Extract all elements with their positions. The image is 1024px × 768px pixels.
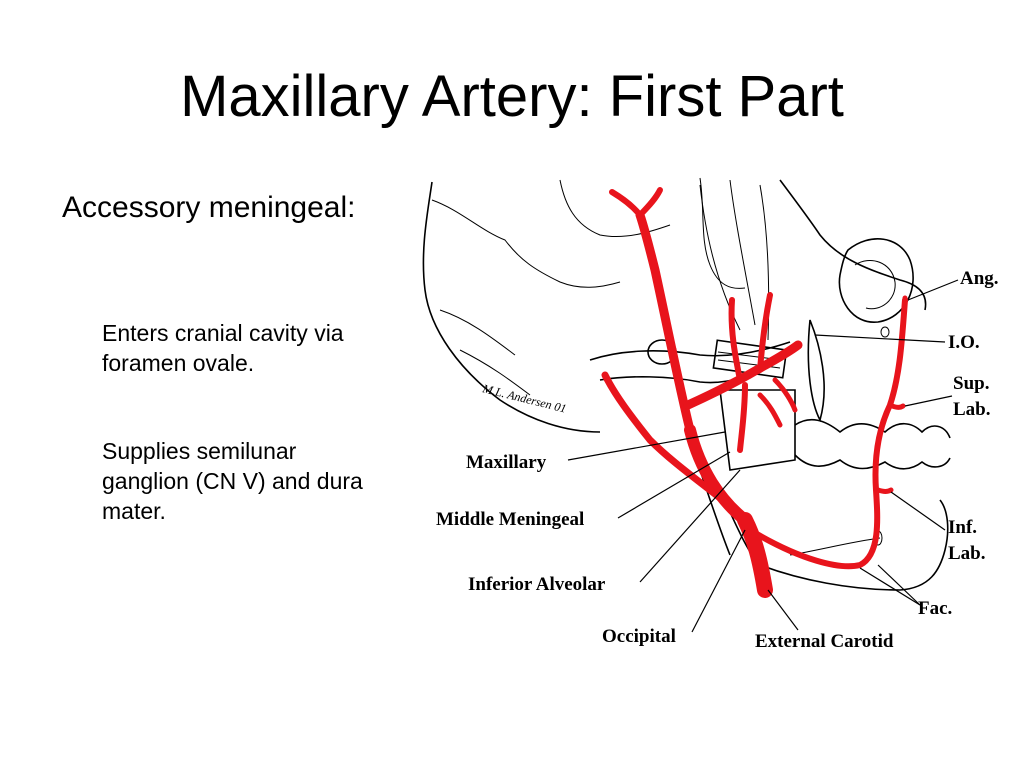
- inferior-alveolar-artery: [737, 382, 748, 453]
- diagram-labels: Ang. I.O. Sup. Lab. Inf. Lab. Fac. Maxil…: [436, 268, 999, 652]
- label-external-carotid: External Carotid: [755, 631, 894, 652]
- label-sup-lab-1: Sup.: [953, 373, 989, 394]
- external-carotid-upper: [684, 424, 751, 526]
- arteries: [601, 187, 908, 598]
- middle-meningeal-artery: [728, 297, 743, 383]
- label-inf-lab-1: Inf.: [948, 517, 977, 538]
- subpoint-semilunar-ganglion: Supplies semilunar ganglion (CN V) and d…: [102, 438, 363, 524]
- orbit: [807, 238, 914, 423]
- artist-signature: M.L. Andersen 01: [480, 381, 568, 416]
- occipital-artery: [601, 371, 749, 524]
- label-io: I.O.: [948, 332, 980, 353]
- bullet-accessory-meningeal: Accessory meningeal:: [62, 191, 356, 224]
- leader-lines: [567, 279, 959, 633]
- maxillary-artery: [683, 340, 803, 410]
- facial-artery: [747, 297, 908, 570]
- label-sup-lab-2: Lab.: [953, 399, 991, 420]
- label-inferior-alveolar: Inferior Alveolar: [468, 574, 606, 595]
- label-fac: Fac.: [918, 598, 952, 619]
- label-inf-lab-2: Lab.: [948, 543, 986, 564]
- maxillary-artery-diagram: M.L. Andersen 01 Ang. I.O. Sup. Lab. Inf…: [422, 177, 999, 652]
- label-occipital: Occipital: [602, 626, 676, 647]
- superior-labial-artery: [887, 402, 906, 410]
- external-carotid-artery: [737, 512, 773, 598]
- slide-title: Maxillary Artery: First Part: [180, 64, 844, 129]
- subpoint-foramen-ovale: Enters cranial cavity via foramen ovale.: [102, 320, 344, 376]
- inferior-labial-artery: [875, 487, 894, 494]
- superficial-temporal-artery: [635, 210, 695, 435]
- skull-outline: [422, 177, 927, 433]
- label-middle-meningeal: Middle Meningeal: [436, 509, 584, 530]
- label-maxillary: Maxillary: [466, 452, 547, 473]
- label-ang: Ang.: [960, 268, 999, 289]
